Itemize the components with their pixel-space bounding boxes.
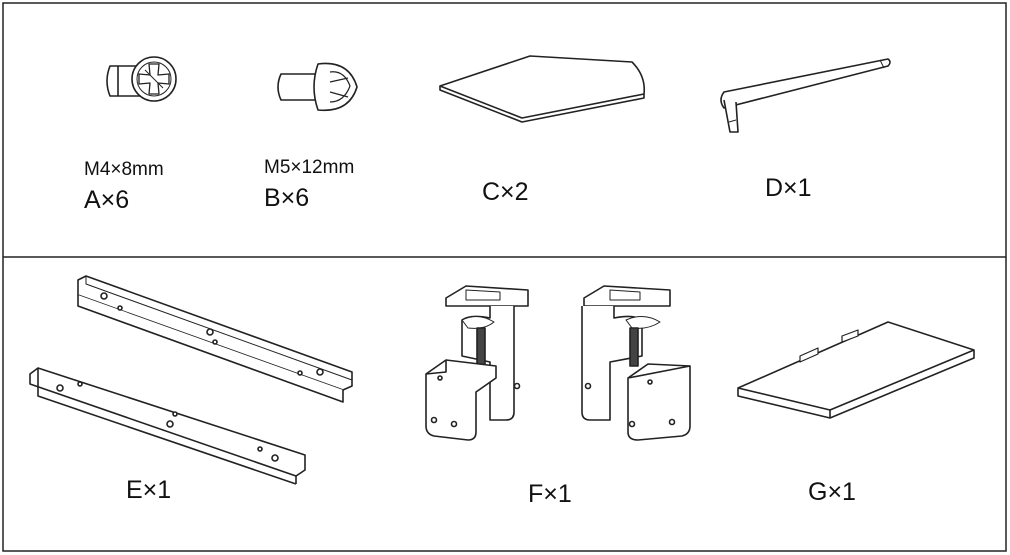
clamps-f-icon: [425, 285, 691, 441]
pad-c-icon: [439, 55, 646, 123]
part-c-label: C×2: [482, 178, 529, 206]
tray-g-icon: [737, 321, 975, 419]
rails-e-icon: [29, 275, 353, 485]
screw-b-icon: [277, 62, 358, 112]
wrench-d-icon: [720, 58, 891, 133]
part-d-label: D×1: [765, 174, 812, 202]
part-f-label: F×1: [528, 480, 572, 508]
part-a-label: A×6: [84, 186, 130, 214]
part-e-label: E×1: [126, 476, 172, 504]
part-a-size: M4×8mm: [84, 159, 164, 180]
part-b-label: B×6: [264, 184, 310, 212]
part-b-size: M5×12mm: [264, 157, 355, 178]
part-g-label: G×1: [808, 478, 856, 506]
screw-a-icon: [106, 56, 177, 102]
